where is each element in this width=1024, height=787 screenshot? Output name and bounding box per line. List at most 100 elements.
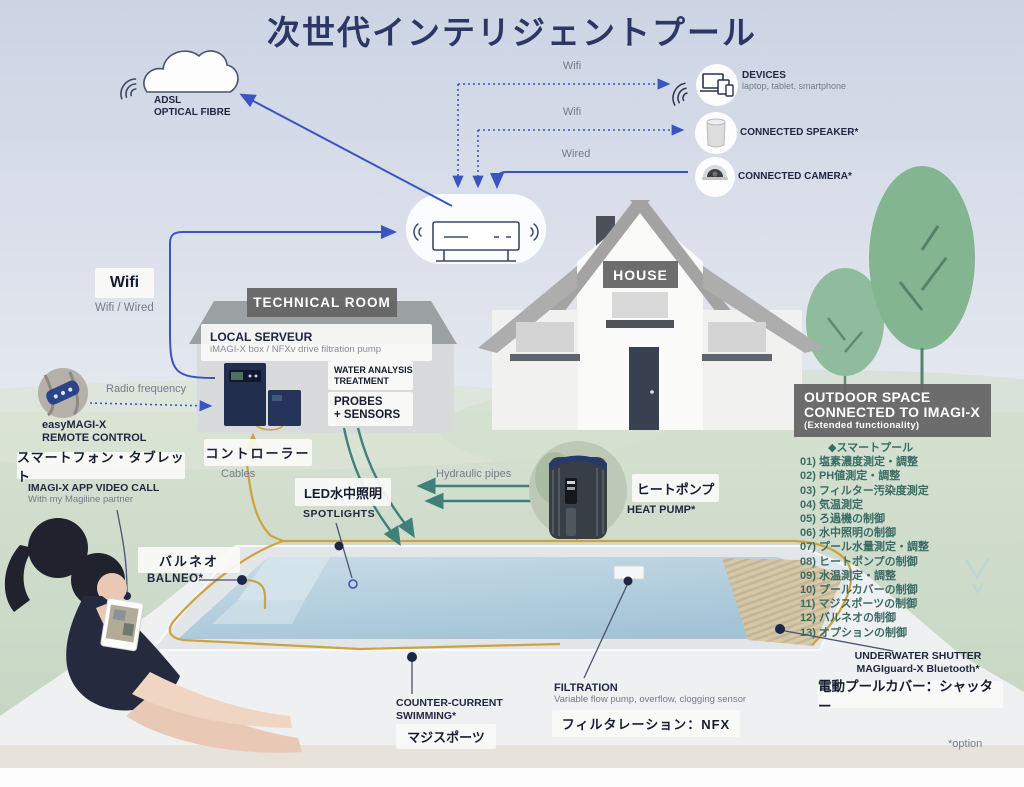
water-analysis-line2: TREATMENT xyxy=(334,375,389,386)
list-item: 08) ヒートポンプの制御 xyxy=(800,555,918,568)
controller-jp-box: コントローラー xyxy=(204,439,312,466)
wifi-wired-label: Wifi / Wired xyxy=(95,302,154,314)
decorative-arrow xyxy=(964,557,991,595)
option-footnote: *option xyxy=(948,738,983,750)
remote-control-label: easyMAGI-X REMOTE CONTROL xyxy=(42,419,147,445)
list-item: 07) プール水量測定・調整 xyxy=(800,541,929,554)
list-item: 06) 水中照明の制御 xyxy=(800,527,896,540)
counter-current-label: COUNTER-CURRENT SWIMMING* xyxy=(396,697,503,722)
house-illustration xyxy=(478,200,824,430)
filtration-title: FILTRATION xyxy=(554,682,618,694)
filtration-jp-box: フィルタレーション：NFX xyxy=(552,710,740,737)
probes-sensors-box: PROBES + SENSORS xyxy=(328,392,413,426)
wired-line xyxy=(490,171,688,189)
bottom-strip xyxy=(0,745,1024,769)
app-subtitle: With my Magiline partner xyxy=(28,494,134,505)
heat-pump-jp-box: ヒートポンプ xyxy=(632,474,719,502)
tree-large xyxy=(869,166,975,402)
cables-label: Cables xyxy=(221,468,256,480)
filtration-subtitle: Variable flow pump, overflow, clogging s… xyxy=(554,694,747,705)
wifi-box-label: Wifi xyxy=(95,268,154,298)
wifi-top-label: Wifi xyxy=(562,60,582,72)
probes-line2: + SENSORS xyxy=(334,409,401,421)
router-blob xyxy=(406,194,546,264)
local-serveur-box: LOCAL SERVEUR iMAGI-X box / NFXv drive f… xyxy=(201,324,432,361)
remote-name-line2: REMOTE CONTROL xyxy=(42,432,147,444)
devices-label: DEVICES laptop, tablet, smartphone xyxy=(742,70,846,91)
page-title: 次世代インテリジェントプール xyxy=(267,14,757,51)
balneo-jp-box: バルネオ xyxy=(138,547,240,573)
connection-dots xyxy=(123,541,785,662)
shutter-jp-box: 電動プールカバー：シャッター xyxy=(818,679,1003,714)
pool xyxy=(149,545,856,651)
controller-devices xyxy=(224,363,301,426)
smart-pool-list: ◆スマートプール 01) 塩素濃度測定・調整 02) PH値測定・調整 03) … xyxy=(800,441,1000,640)
list-item: 09) 水温測定・調整 xyxy=(800,569,896,582)
remote-name-line1: easyMAGI-X xyxy=(42,419,107,431)
counter-current-line2: SWIMMING* xyxy=(396,709,457,722)
wifi-mid-label: Wifi xyxy=(562,106,582,118)
app-title: IMAGI-X APP VIDEO CALL xyxy=(28,482,160,494)
list-item: 04) 気温測定 xyxy=(800,498,863,511)
wired-label: Wired xyxy=(561,148,591,160)
camera-label: CONNECTED CAMERA* xyxy=(738,171,852,182)
wifi-waves-icon xyxy=(120,78,137,100)
woman-illustration xyxy=(4,518,302,753)
list-item: 02) PH値測定・調整 xyxy=(800,470,901,483)
smart-pool-list-header: ◆スマートプール xyxy=(828,442,914,454)
hydraulic-pipes-label: Hydraulic pipes xyxy=(436,468,512,480)
leader-lines xyxy=(116,509,894,694)
water-analysis-box: WATER ANALYSIS TREATMENT xyxy=(328,361,413,390)
list-item: 11) マジスポーツの制御 xyxy=(800,598,918,611)
house-label: HOUSE xyxy=(603,261,678,288)
local-serveur-subtitle: iMAGI-X box / NFXv drive filtration pump xyxy=(210,344,382,355)
pool-water xyxy=(178,557,820,639)
outdoor-space-box: OUTDOOR SPACE CONNECTED TO IMAGI-X (Exte… xyxy=(794,384,991,437)
shutter-line1: UNDERWATER SHUTTER xyxy=(854,650,982,662)
arrow-router-to-cloud xyxy=(239,93,453,207)
outdoor-subtitle: (Extended functionality) xyxy=(804,420,920,431)
balneo-label: BALNEO* xyxy=(147,573,204,585)
router-icon xyxy=(432,221,520,251)
local-serveur-title: LOCAL SERVEUR xyxy=(210,330,313,344)
camera-icon xyxy=(695,157,735,197)
list-item: 01) 塩素濃度測定・調整 xyxy=(800,456,918,469)
remote-control-icon xyxy=(38,368,88,418)
devices-subtitle: laptop, tablet, smartphone xyxy=(742,81,847,91)
tree-small xyxy=(806,268,884,398)
adsl-label: ADSL OPTICAL FIBRE xyxy=(154,95,230,119)
radio-frequency-label: Radio frequency xyxy=(106,383,187,395)
radio-frequency-line xyxy=(89,400,213,412)
water-analysis-line1: WATER ANALYSIS xyxy=(334,365,413,375)
adsl-line2: OPTICAL FIBRE xyxy=(154,107,231,118)
network-lines xyxy=(89,78,688,412)
devices-title: DEVICES xyxy=(742,70,786,81)
smartphone-tablet-box: スマートフォン・タブレット xyxy=(17,449,185,484)
list-item: 10) プールカバーの制御 xyxy=(800,584,918,597)
filtration-label: FILTRATION Variable flow pump, overflow,… xyxy=(554,682,746,705)
pool-shutter-slats xyxy=(722,558,843,646)
speaker-label: CONNECTED SPEAKER* xyxy=(740,127,859,138)
counter-current-jp-box: マジスポーツ xyxy=(396,724,496,749)
adsl-line1: ADSL xyxy=(154,95,182,106)
app-video-call-label: IMAGI-X APP VIDEO CALL With my Magiline … xyxy=(28,482,159,505)
spotlights-label: SPOTLIGHTS xyxy=(303,508,376,520)
list-item: 05) ろ過機の制御 xyxy=(800,513,885,526)
spotlight-marker xyxy=(348,579,358,589)
list-item: 12) バルネオの制御 xyxy=(800,612,896,625)
counter-current-line1: COUNTER-CURRENT xyxy=(396,697,503,709)
heat-pump-label: HEAT PUMP* xyxy=(627,504,696,516)
speaker-icon xyxy=(695,112,737,154)
list-item: 03) フィルター汚染度測定 xyxy=(800,484,929,497)
heat-pump-icon xyxy=(529,441,627,539)
cloud-icon xyxy=(120,50,239,100)
technical-room-title: TECHNICAL ROOM xyxy=(247,288,397,317)
spotlights-jp-box: LED水中照明 xyxy=(295,478,391,506)
underwater-shutter-label: UNDERWATER SHUTTER MAGIguard-X Bluetooth… xyxy=(843,650,993,675)
server-to-router-line xyxy=(169,225,397,379)
list-item: 13) オプションの制御 xyxy=(800,626,907,639)
outdoor-title-line2: CONNECTED TO IMAGI-X xyxy=(804,404,981,420)
outdoor-title-line1: OUTDOOR SPACE xyxy=(804,389,931,405)
